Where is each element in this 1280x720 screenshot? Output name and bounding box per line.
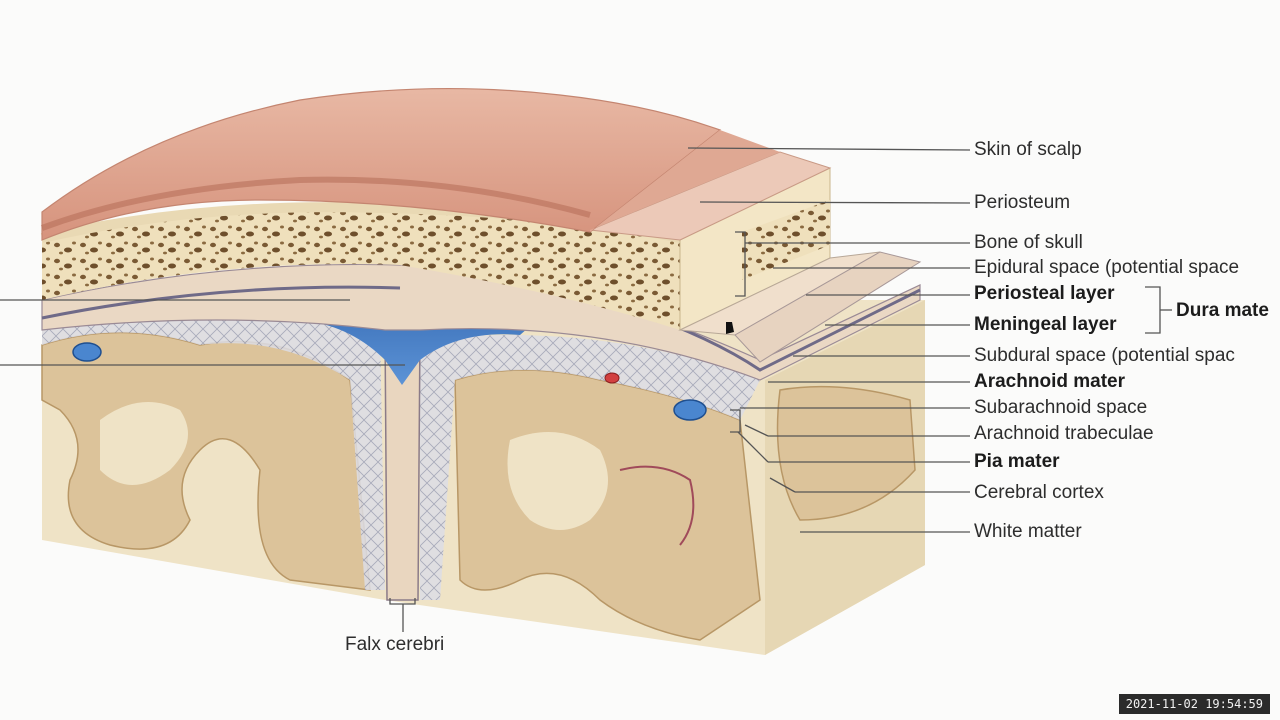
label-arachnoid-mater: Arachnoid mater xyxy=(974,371,1125,392)
label-white-matter: White matter xyxy=(974,521,1082,542)
label-periosteum: Periosteum xyxy=(974,192,1071,213)
brain-block xyxy=(41,300,925,655)
scalp-skin xyxy=(40,87,780,241)
video-timestamp: 2021-11-02 19:54:59 xyxy=(1118,694,1270,714)
label-dura-mater: Dura mate xyxy=(1176,300,1269,321)
label-pia-mater: Pia mater xyxy=(974,451,1060,472)
label-epidural-space: Epidural space (potential space xyxy=(974,257,1240,278)
label-arachnoid-trabeculae: Arachnoid trabeculae xyxy=(974,423,1154,444)
label-bone-of-skull: Bone of skull xyxy=(974,232,1083,253)
dura-layers xyxy=(41,263,921,381)
label-subdural-space: Subdural space (potential spac xyxy=(974,345,1235,366)
label-periosteal-layer: Periosteal layer xyxy=(974,283,1115,304)
label-skin-of-scalp: Skin of scalp xyxy=(974,139,1082,160)
label-subarachnoid-space: Subarachnoid space xyxy=(974,397,1148,418)
periosteum-layer xyxy=(589,151,832,241)
label-falx-cerebri: Falx cerebri xyxy=(345,634,445,655)
label-meningeal-layer: Meningeal layer xyxy=(974,314,1117,335)
label-cerebral-cortex: Cerebral cortex xyxy=(974,482,1104,503)
leader-lines xyxy=(0,147,1172,632)
